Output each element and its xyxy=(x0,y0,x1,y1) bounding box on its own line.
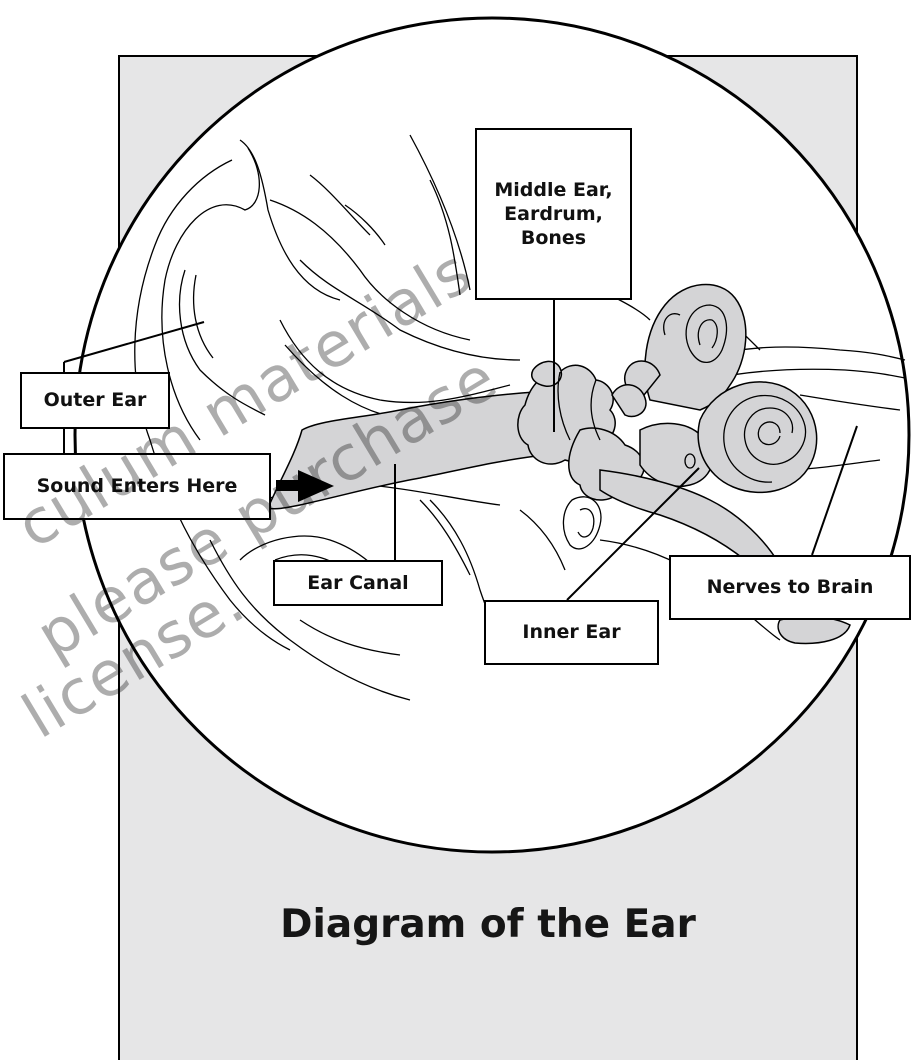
label-outer-ear-text: Outer Ear xyxy=(44,388,147,412)
label-middle-ear-line3: Bones xyxy=(521,226,586,250)
label-inner-ear: Inner Ear xyxy=(484,600,659,665)
label-middle-ear-line1: Middle Ear, xyxy=(494,178,612,202)
diagram-title: Diagram of the Ear xyxy=(118,902,858,947)
label-ear-canal-text: Ear Canal xyxy=(307,571,408,595)
label-nerves: Nerves to Brain xyxy=(669,555,911,620)
label-inner-ear-text: Inner Ear xyxy=(522,620,620,644)
label-nerves-text: Nerves to Brain xyxy=(707,575,874,599)
label-ear-canal: Ear Canal xyxy=(273,560,443,606)
label-middle-ear-line2: Eardrum, xyxy=(504,202,603,226)
cochlea xyxy=(698,382,817,492)
label-middle-ear: Middle Ear, Eardrum, Bones xyxy=(475,128,632,300)
